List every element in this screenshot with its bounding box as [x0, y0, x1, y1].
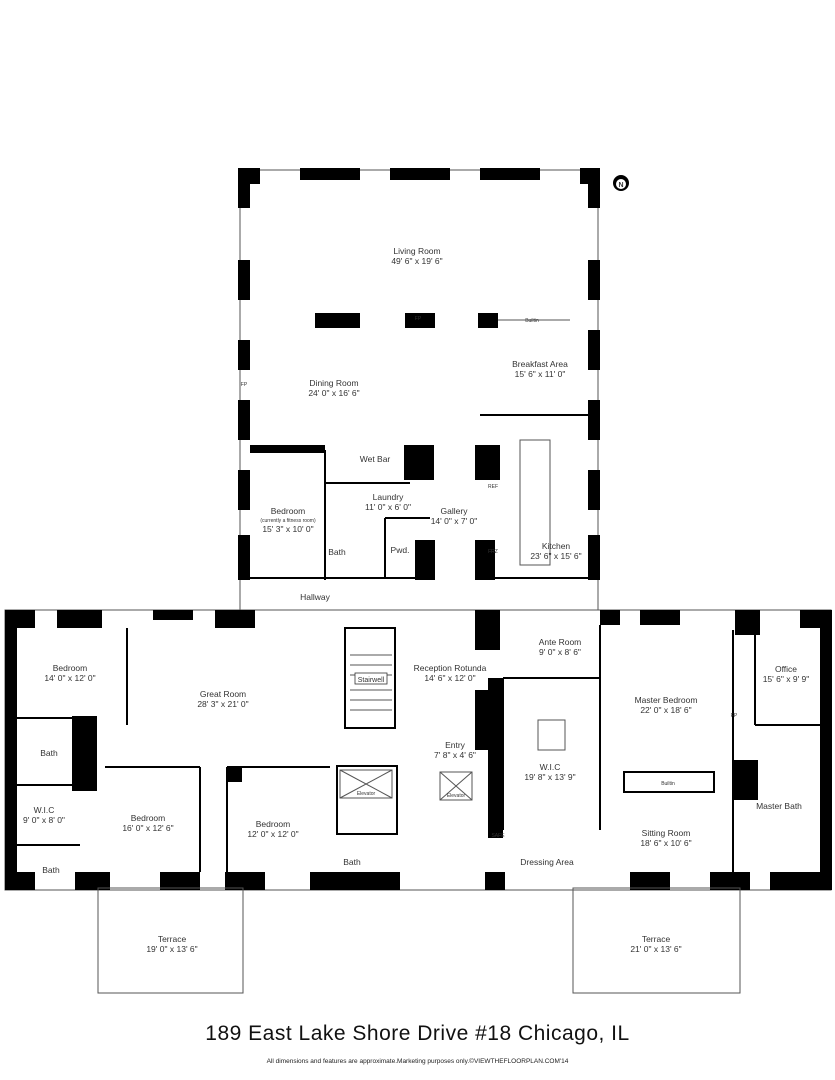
refrigerator-label: REF: [488, 484, 498, 490]
room-kitchen-name: Kitchen: [542, 541, 571, 551]
room-bedroom-sw-name: Bedroom: [131, 813, 166, 823]
room-bath-w: Bath: [40, 748, 58, 758]
room-bedroom-s-name: Bedroom: [256, 819, 291, 829]
builtin-label-breakfast: Builtin: [525, 318, 539, 324]
room-wic-w-dim: 9' 0" x 8' 0": [23, 815, 65, 825]
room-fitness-bedroom-dim: 15' 3" x 10' 0": [262, 524, 313, 534]
room-living-name: Living Room: [393, 246, 440, 256]
room-master-bedroom-name: Master Bedroom: [635, 695, 698, 705]
room-wic-master-name: W.I.C: [540, 762, 561, 772]
room-bedroom-sw-dim: 16' 0" x 12' 6": [122, 823, 173, 833]
room-office-dim: 15' 6" x 9' 9": [763, 674, 810, 684]
room-laundry-dim: 11' 0" x 6' 0": [365, 502, 411, 512]
room-bath-fitness: Bath: [328, 547, 346, 557]
room-ante-dim: 9' 0" x 8' 6": [539, 647, 581, 657]
room-terrace-e-name: Terrace: [642, 934, 671, 944]
room-bedroom-s-dim: 12' 0" x 12' 0": [247, 829, 298, 839]
room-breakfast-dim: 15' 6" x 11' 0": [515, 369, 566, 379]
room-rotunda-name: Reception Rotunda: [414, 663, 487, 673]
elevator-label-west: Elevator: [357, 791, 376, 797]
room-gallery-dim: 14' 0" x 7' 0": [431, 516, 478, 526]
room-wet-bar: Wet Bar: [360, 454, 391, 464]
room-living-dim: 49' 6" x 19' 6": [391, 256, 442, 266]
room-terrace-e-dim: 21' 0" x 13' 6": [630, 944, 681, 954]
room-wic-w-name: W.I.C: [34, 805, 55, 815]
room-office-name: Office: [775, 664, 797, 674]
safe-label: SAFE: [491, 833, 505, 839]
room-entry-dim: 7' 8" x 4' 6": [434, 750, 476, 760]
fireplace-label-dining: FP: [415, 316, 422, 322]
room-breakfast-name: Breakfast Area: [512, 359, 568, 369]
walls: [4, 168, 832, 994]
property-address-title: 189 East Lake Shore Drive #18 Chicago, I…: [205, 1022, 630, 1045]
room-laundry-name: Laundry: [373, 492, 404, 502]
terrace-west-outline: [97, 887, 244, 994]
room-labels: Living Room 49' 6" x 19' 6" Dining Room …: [23, 246, 809, 954]
svg-text:N: N: [618, 182, 623, 189]
room-hallway: Hallway: [300, 592, 331, 602]
fireplace-label-living: FP: [241, 382, 248, 388]
room-sitting-name: Sitting Room: [642, 828, 691, 838]
room-terrace-w-name: Terrace: [158, 934, 187, 944]
terrace-east-outline: [572, 887, 741, 994]
room-rotunda-dim: 14' 6" x 12' 0": [424, 673, 475, 683]
room-bath-sw: Bath: [42, 865, 60, 875]
elevator-label-east: Elevator: [447, 793, 466, 799]
room-powder: Pwd.: [391, 545, 410, 555]
room-bedroom-nw-name: Bedroom: [53, 663, 88, 673]
room-fitness-bedroom-name: Bedroom: [271, 506, 306, 516]
room-master-bath: Master Bath: [756, 801, 802, 811]
room-dining-name: Dining Room: [309, 378, 358, 388]
room-dressing: Dressing Area: [520, 857, 574, 867]
builtin-label-master: Builtin: [661, 781, 675, 787]
room-ante-name: Ante Room: [539, 637, 582, 647]
north-arrow-icon: N: [613, 175, 629, 191]
room-entry-name: Entry: [445, 740, 466, 750]
freezer-label: FRZ: [488, 549, 498, 555]
fireplace-label-master: FP: [731, 713, 738, 719]
fixture-labels: FP FP FP Builtin Builtin REF FRZ SAFE El…: [241, 316, 738, 839]
room-master-bedroom-dim: 22' 0" x 18' 6": [640, 705, 691, 715]
room-wic-master-dim: 19' 8" x 13' 9": [524, 772, 575, 782]
room-great-room-dim: 28' 3" x 21' 0": [197, 699, 248, 709]
room-bedroom-nw-dim: 14' 0" x 12' 0": [44, 673, 95, 683]
room-sitting-dim: 18' 6" x 10' 6": [640, 838, 691, 848]
room-great-room-name: Great Room: [200, 689, 246, 699]
room-bath-s: Bath: [343, 857, 361, 867]
room-dining-dim: 24' 0" x 16' 6": [308, 388, 359, 398]
room-terrace-w-dim: 19' 0" x 13' 6": [146, 944, 197, 954]
room-fitness-bedroom-note: (currently a fitness room): [260, 518, 316, 524]
room-gallery-name: Gallery: [441, 506, 469, 516]
room-kitchen-dim: 23' 6" x 15' 6": [530, 551, 581, 561]
disclaimer-footer: All dimensions and features are approxim…: [266, 1058, 569, 1065]
room-stairwell: Stairwell: [358, 677, 385, 684]
